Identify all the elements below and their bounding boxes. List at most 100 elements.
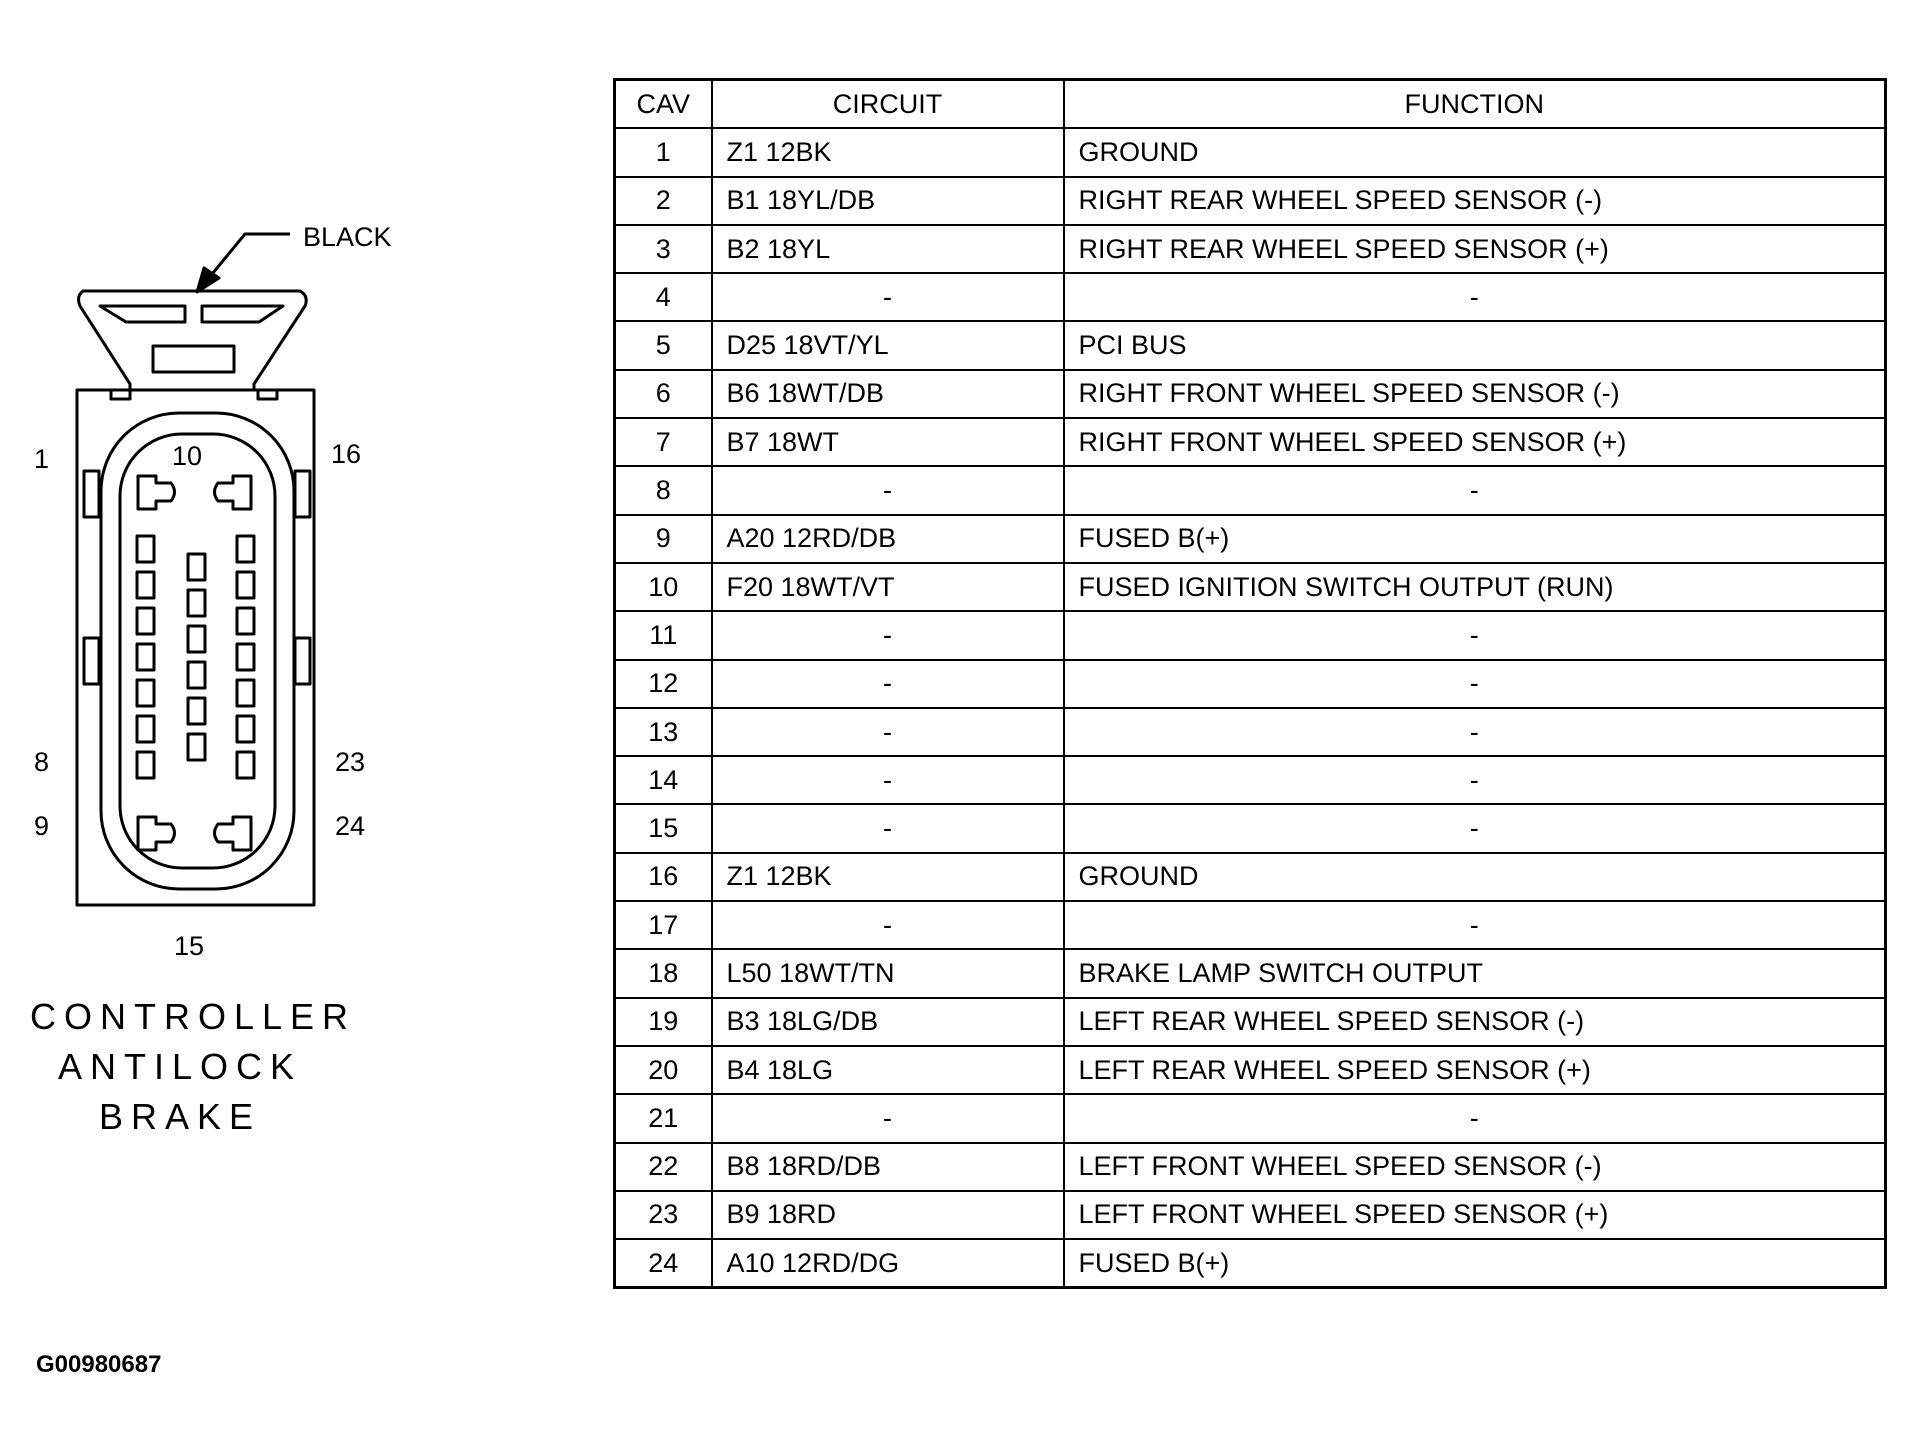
pin-label-1: 1 — [34, 444, 49, 474]
cav-cell: 17 — [613, 900, 713, 951]
function-cell: RIGHT REAR WHEEL SPEED SENSOR (-) — [1062, 175, 1887, 226]
component-name-line-1: CONTROLLER — [30, 996, 357, 1037]
function-cell: LEFT FRONT WHEEL SPEED SENSOR (+) — [1062, 1189, 1887, 1241]
table-row: 15-- — [613, 803, 1887, 854]
header-cav: CAV — [613, 78, 713, 130]
function-cell: - — [1062, 610, 1887, 661]
circuit-cell: B3 18LG/DB — [710, 996, 1065, 1047]
circuit-cell: D25 18VT/YL — [710, 320, 1065, 371]
connector-inner-seal — [118, 432, 277, 870]
pin-label-8: 8 — [34, 747, 49, 777]
function-cell: GROUND — [1062, 851, 1887, 903]
function-cell: - — [1062, 465, 1887, 516]
table-row: 4-- — [613, 272, 1887, 323]
cav-cell: 10 — [613, 561, 713, 613]
connector-body — [75, 388, 316, 907]
component-name-line-2: ANTILOCK — [57, 1046, 303, 1087]
table-row: 8-- — [613, 465, 1887, 516]
body-top-tab-right — [256, 388, 279, 401]
circuit-cell: F20 18WT/VT — [710, 561, 1065, 613]
function-cell: RIGHT FRONT WHEEL SPEED SENSOR (-) — [1062, 368, 1887, 420]
side-lock-left-lower — [82, 636, 101, 686]
pin-label-24: 24 — [335, 811, 365, 841]
cav-cell: 3 — [613, 223, 713, 275]
function-cell: - — [1062, 900, 1887, 951]
circuit-cell: B4 18LG — [710, 1044, 1065, 1096]
cav-cell: 2 — [613, 175, 713, 226]
connector-diagram: BLACK 1 10 16 8 23 9 24 15 — [34, 222, 392, 961]
pin-label-23: 23 — [335, 747, 365, 777]
circuit-cell: - — [710, 706, 1065, 758]
cav-cell: 15 — [613, 803, 713, 854]
circuit-cell: A20 12RD/DB — [710, 513, 1065, 564]
side-lock-right-lower — [293, 636, 312, 686]
function-cell: GROUND — [1062, 127, 1887, 178]
header-function: FUNCTION — [1062, 78, 1887, 130]
cav-cell: 9 — [613, 513, 713, 564]
cav-cell: 7 — [613, 417, 713, 468]
circuit-cell: - — [710, 1093, 1065, 1144]
pin-label-16: 16 — [331, 439, 361, 469]
terminal-large-9 — [136, 815, 176, 852]
color-callout-arrowhead — [195, 266, 221, 294]
table-row: 17-- — [613, 900, 1887, 951]
function-cell: LEFT FRONT WHEEL SPEED SENSOR (-) — [1062, 1141, 1887, 1192]
table-row: 14-- — [613, 755, 1887, 806]
cav-cell: 19 — [613, 996, 713, 1047]
circuit-cell: - — [710, 272, 1065, 323]
function-cell: - — [1062, 658, 1887, 709]
pin-label-15: 15 — [174, 931, 204, 961]
circuit-cell: B8 18RD/DB — [710, 1141, 1065, 1192]
connector-color-label: BLACK — [303, 222, 392, 252]
cav-cell: 1 — [613, 127, 713, 178]
small-cavity-column-right — [235, 534, 256, 780]
table-row: 11-- — [613, 610, 1887, 661]
terminal-large-1 — [136, 474, 176, 511]
small-cavity-column-center — [186, 552, 207, 762]
function-cell: FUSED IGNITION SWITCH OUTPUT (RUN) — [1062, 561, 1887, 613]
cav-cell: 22 — [613, 1141, 713, 1192]
circuit-cell: B7 18WT — [710, 417, 1065, 468]
cav-cell: 6 — [613, 368, 713, 420]
circuit-cell: - — [710, 465, 1065, 516]
function-cell: FUSED B(+) — [1062, 1238, 1887, 1289]
circuit-cell: B2 18YL — [710, 223, 1065, 275]
table-row: 13-- — [613, 706, 1887, 758]
circuit-cell: - — [710, 658, 1065, 709]
function-cell: FUSED B(+) — [1062, 513, 1887, 564]
function-cell: - — [1062, 706, 1887, 758]
function-cell: PCI BUS — [1062, 320, 1887, 371]
function-cell: RIGHT REAR WHEEL SPEED SENSOR (+) — [1062, 223, 1887, 275]
pin-label-10: 10 — [172, 441, 202, 471]
cav-cell: 21 — [613, 1093, 713, 1144]
circuit-cell: - — [710, 755, 1065, 806]
function-cell: - — [1062, 272, 1887, 323]
table-row: 12-- — [613, 658, 1887, 709]
color-callout-leader — [206, 232, 290, 280]
cav-cell: 24 — [613, 1238, 713, 1289]
cav-cell: 11 — [613, 610, 713, 661]
cav-cell: 20 — [613, 1044, 713, 1096]
function-cell: - — [1062, 1093, 1887, 1144]
circuit-cell: - — [710, 610, 1065, 661]
component-name-line-3: BRAKE — [98, 1096, 262, 1137]
terminal-large-24 — [213, 815, 253, 852]
circuit-cell: - — [710, 803, 1065, 854]
function-cell: RIGHT FRONT WHEEL SPEED SENSOR (+) — [1062, 417, 1887, 468]
cav-cell: 8 — [613, 465, 713, 516]
header-circuit: CIRCUIT — [710, 78, 1065, 130]
latch-slot-left — [98, 304, 187, 324]
circuit-cell: A10 12RD/DG — [710, 1238, 1065, 1289]
